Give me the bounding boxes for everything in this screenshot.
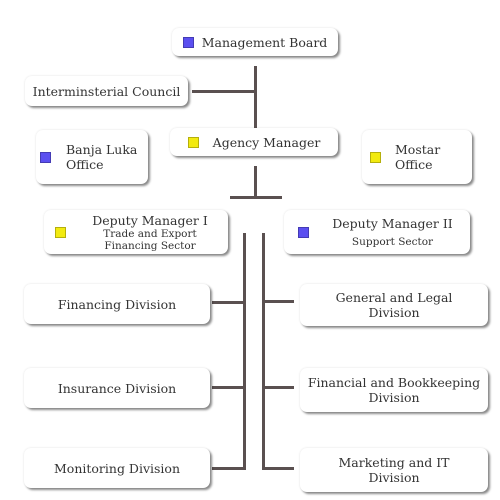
banja-luka-office-line2: Office — [66, 157, 104, 172]
monitoring-division-node: Monitoring Division — [24, 448, 210, 488]
blue-marker-icon — [40, 151, 51, 163]
financing-division-label: Financing Division — [57, 296, 177, 312]
connector-deputies-horizontal — [230, 196, 282, 199]
blue-marker-icon — [182, 36, 194, 48]
deputy-manager-1-sector-line1: Trade and Export — [103, 227, 197, 240]
deputy-manager-1-sector-line2: Financing Sector — [104, 239, 196, 252]
connector-financial-bookkeeping — [262, 386, 294, 389]
yellow-marker-icon — [55, 226, 66, 238]
general-legal-division-line2: Division — [368, 305, 420, 320]
management-board-label: Management Board — [201, 34, 328, 50]
connector-council — [192, 90, 256, 93]
yellow-marker-icon — [370, 151, 381, 163]
connector-general-legal — [262, 300, 294, 303]
marketing-it-division-line1: Marketing and IT — [338, 455, 450, 470]
connector-board-to-manager — [254, 66, 257, 130]
yellow-marker-icon — [187, 136, 199, 148]
banja-luka-office-node: Banja Luka Office — [36, 130, 148, 184]
connector-insurance — [212, 386, 244, 389]
financial-bookkeeping-division-line1: Financial and Bookkeeping — [307, 375, 481, 390]
management-board-node: Management Board — [172, 28, 338, 56]
marketing-it-division-node: Marketing and IT Division — [300, 448, 488, 492]
deputy-manager-1-node: Deputy Manager I Trade and Export Financ… — [44, 210, 228, 254]
connector-left-trunk — [243, 233, 246, 470]
general-legal-division-line1: General and Legal — [335, 290, 453, 305]
banja-luka-office-line1: Banja Luka — [66, 142, 138, 157]
blue-marker-icon — [298, 226, 309, 238]
interministerial-council-label: Interminsterial Council — [32, 83, 181, 99]
financing-division-node: Financing Division — [24, 284, 210, 324]
connector-manager-to-deputies — [254, 166, 257, 198]
deputy-manager-2-node: Deputy Manager II Support Sector — [284, 210, 470, 254]
connector-financing — [212, 301, 244, 304]
interministerial-council-node: Interminsterial Council — [25, 76, 188, 106]
deputy-manager-1-title: Deputy Manager I — [92, 212, 208, 228]
insurance-division-node: Insurance Division — [24, 368, 210, 408]
mostar-office-line1: Mostar — [395, 142, 441, 157]
connector-marketing-it — [262, 467, 294, 470]
agency-manager-label: Agency Manager — [212, 134, 321, 150]
marketing-it-division-line2: Division — [368, 470, 420, 485]
connector-right-trunk — [262, 233, 265, 470]
insurance-division-label: Insurance Division — [57, 380, 177, 396]
deputy-manager-2-title: Deputy Manager II — [332, 216, 453, 231]
financial-bookkeeping-division-line2: Division — [368, 390, 420, 405]
monitoring-division-label: Monitoring Division — [54, 460, 180, 476]
mostar-office-node: Mostar Office — [362, 130, 472, 184]
mostar-office-line2: Office — [395, 157, 433, 172]
deputy-manager-2-sector: Support Sector — [351, 236, 434, 248]
agency-manager-node: Agency Manager — [170, 128, 338, 156]
connector-monitoring — [212, 467, 246, 470]
financial-bookkeeping-division-node: Financial and Bookkeeping Division — [300, 368, 488, 412]
general-legal-division-node: General and Legal Division — [300, 284, 488, 326]
